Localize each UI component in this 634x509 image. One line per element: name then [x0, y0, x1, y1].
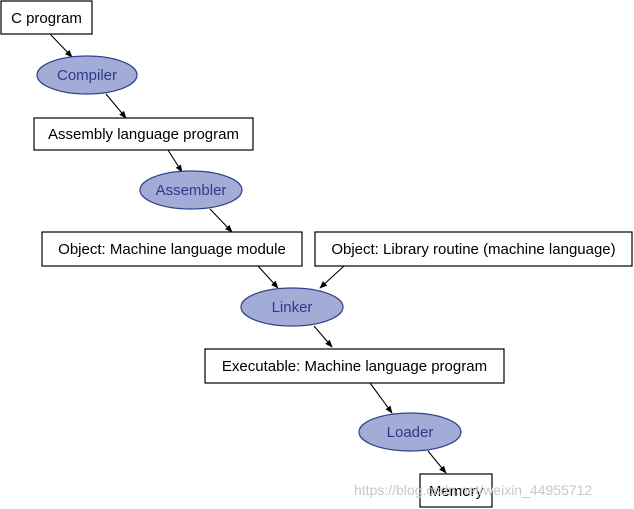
- node-assembly-program: Assembly language program: [33, 117, 254, 151]
- node-loader: Loader: [358, 412, 462, 452]
- edge-object-to-linker: [257, 265, 279, 289]
- edge-cprogram-to-compiler: [49, 33, 73, 58]
- node-assembler: Assembler: [139, 170, 243, 210]
- edge-assembler-to-object: [209, 208, 233, 233]
- edge-executable-to-loader: [369, 382, 393, 414]
- node-library-routine: Object: Library routine (machine languag…: [314, 231, 633, 267]
- node-label: Executable: Machine language program: [222, 358, 487, 375]
- edge-loader-to-memory: [427, 450, 447, 474]
- edge-compiler-to-assembly: [105, 93, 127, 119]
- node-label: Object: Machine language module: [58, 241, 286, 258]
- edge-library-to-linker: [319, 265, 345, 289]
- node-linker: Linker: [240, 287, 344, 327]
- node-c-program: C program: [0, 0, 93, 35]
- node-memory: Memory: [419, 473, 493, 508]
- node-object-module: Object: Machine language module: [41, 231, 303, 267]
- node-label: Memory: [429, 483, 484, 500]
- node-compiler: Compiler: [36, 55, 138, 95]
- edge-assembly-to-assembler: [167, 149, 183, 173]
- edge-linker-to-executable: [313, 325, 333, 348]
- node-label: Loader: [387, 424, 434, 441]
- node-label: Compiler: [57, 67, 117, 84]
- node-label: Assembler: [156, 182, 227, 199]
- node-label: C program: [11, 10, 82, 27]
- node-label: Object: Library routine (machine languag…: [331, 241, 615, 258]
- watermark-text: https://blog.csdn.net/weixin_44955712: [354, 482, 592, 498]
- node-label: Assembly language program: [48, 126, 239, 143]
- node-label: Linker: [272, 299, 313, 316]
- node-executable: Executable: Machine language program: [204, 348, 505, 384]
